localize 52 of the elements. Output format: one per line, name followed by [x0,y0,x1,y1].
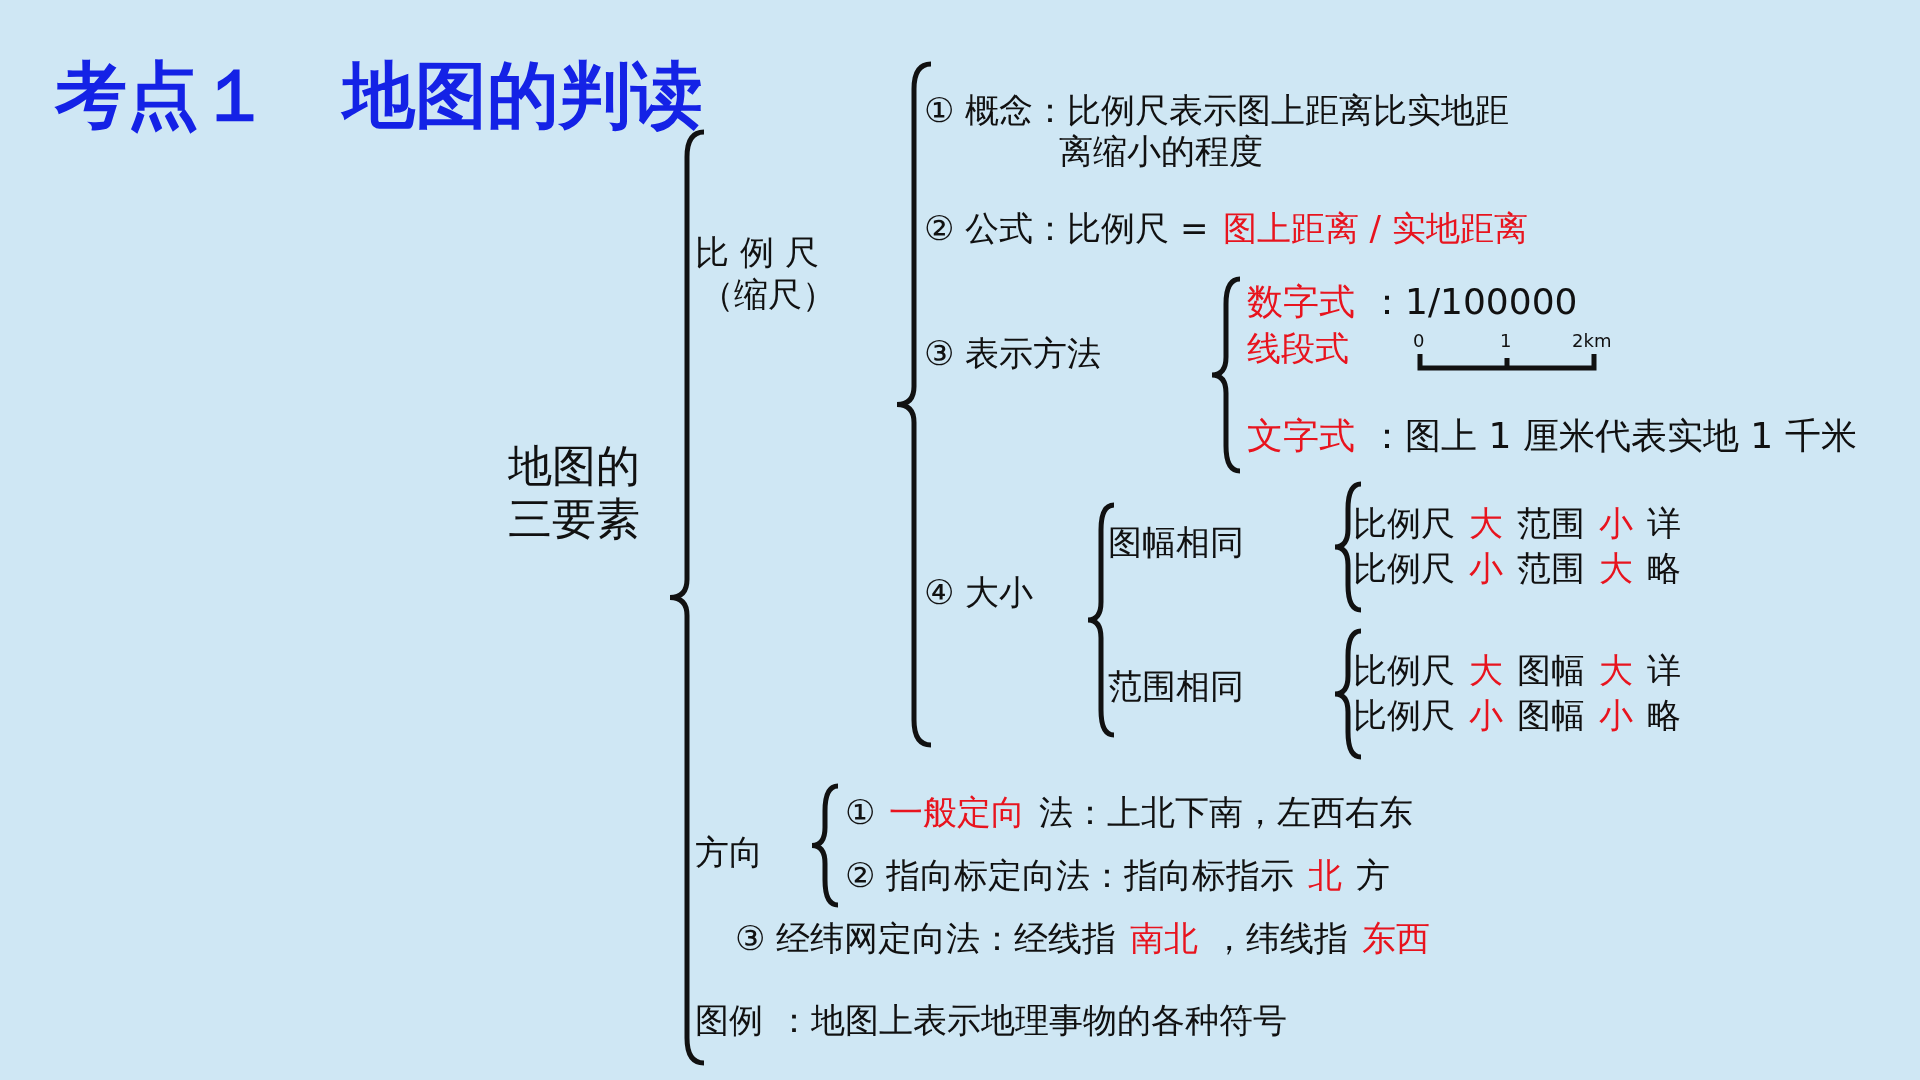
item-text: 法：上北下南，左西右东 [1039,792,1414,833]
answer-text: 大 [1469,503,1503,544]
item-text: ① [845,792,876,833]
scale-number: 2km [1572,330,1612,352]
answer-text: 小 [1469,695,1503,736]
answer-text: 文字式 [1247,414,1355,458]
answer-text: 图上距离 / 实地距离 [1222,208,1528,249]
scale-number: 1 [1500,330,1512,352]
answer-text: 小 [1469,548,1503,589]
answer-text: 北 [1308,855,1343,896]
answer-text: 小 [1599,503,1633,544]
branch-label: 方向 [695,832,763,873]
item-text: 图幅 [1517,650,1585,691]
branch-label: （缩尺） [700,274,836,315]
topic-heading: 地图的三要素 [508,440,641,546]
definition-text: ① 概念：比例尺表示图上距离比实地距离缩小的程度 [924,90,1511,172]
item-text: ② 指向标定向法：指向标指示 [845,855,1295,896]
item-text: 略 [1647,695,1681,736]
item-text: 略 [1647,548,1681,589]
answer-text: 大 [1469,650,1503,691]
item-label: 图幅相同 [1108,522,1244,563]
item-label: 范围相同 [1108,666,1244,707]
answer-text: 线段式 [1247,328,1349,369]
item-text: 比例尺 [1353,650,1455,691]
answer-text: 大 [1599,650,1633,691]
item-text: ③ 经纬网定向法：经线指 [735,918,1117,959]
item-text: 图幅 [1517,695,1585,736]
item-text: 图例 [695,1000,763,1041]
item-text: ：地图上表示地理事物的各种符号 [777,1000,1287,1041]
item-text: 详 [1647,503,1681,544]
title: 考点１ 地图的判读 [55,52,703,139]
answer-text: 东西 [1362,918,1431,959]
item-text: 方 [1356,855,1391,896]
item-text: ② 公式：比例尺 = [924,208,1209,249]
answer-text: 一般定向 [889,792,1026,833]
item-label: ④ 大小 [924,572,1034,613]
answer-text: 小 [1599,695,1633,736]
answer-text: 数字式 [1247,280,1355,324]
item-text: 范围 [1517,503,1585,544]
item-text: ：图上 1 厘米代表实地 1 千米 [1369,414,1857,458]
scale-number: 0 [1413,330,1425,352]
answer-text: 大 [1599,548,1633,589]
item-label: ③ 表示方法 [924,333,1102,374]
item-text: 详 [1647,650,1681,691]
item-text: 比例尺 [1353,695,1455,736]
item-text: ，纬线指 [1212,918,1349,959]
item-text: ：1/100000 [1369,280,1578,324]
item-text: 范围 [1517,548,1585,589]
item-text: 比例尺 [1353,548,1455,589]
branch-label: 比 例 尺 [695,232,819,273]
answer-text: 南北 [1130,918,1199,959]
item-text: 比例尺 [1353,503,1455,544]
